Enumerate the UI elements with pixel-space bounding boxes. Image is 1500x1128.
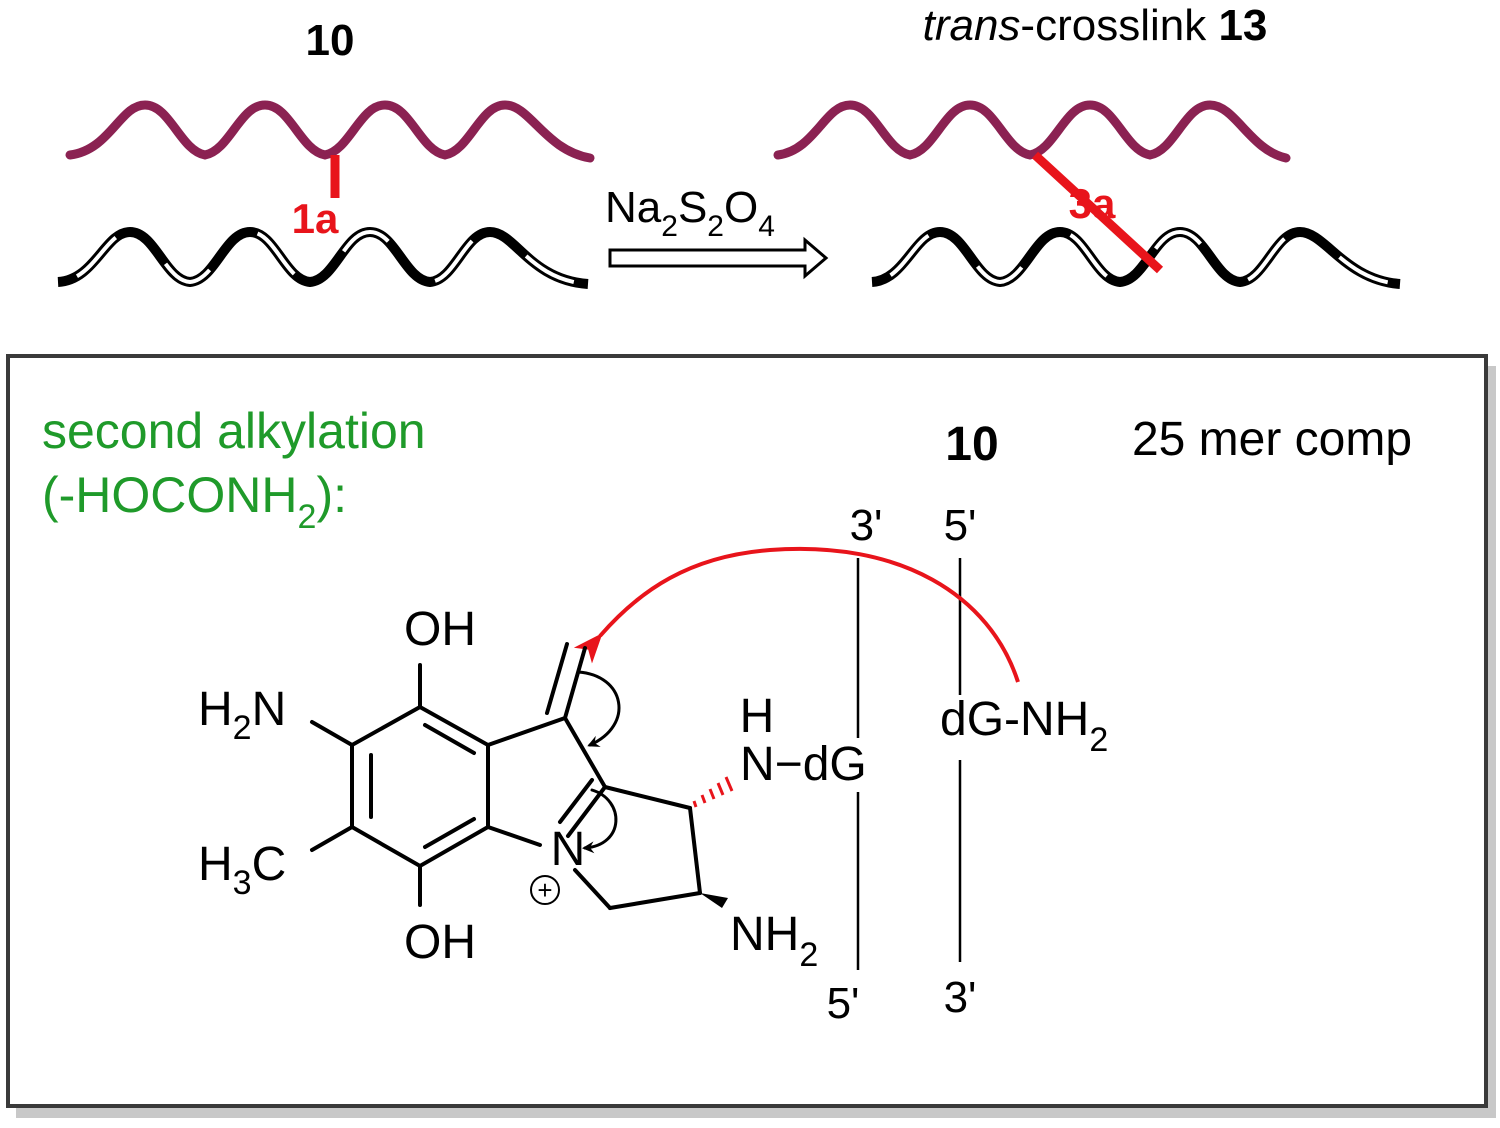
dg-nh2-label: dG-NH2	[940, 693, 1108, 759]
left-duplex-label: 10	[306, 16, 355, 65]
strand-left-bottom: 5'	[827, 979, 860, 1028]
ring-n-label: N	[551, 823, 586, 876]
wedge-bond	[700, 893, 728, 908]
mitomycin-structure	[310, 642, 702, 910]
nucleophilic-attack-arrow	[573, 546, 1020, 683]
n-dg-label: N−dG	[740, 738, 867, 791]
strand-left-top: 3'	[850, 501, 883, 550]
mechanism-box	[6, 354, 1488, 1108]
left-maroon-strand	[65, 100, 595, 163]
reaction-arrow	[608, 236, 829, 280]
green-caption-line2: (-HOCONH2):	[42, 467, 347, 536]
right-crosslink-label: 3a	[1069, 180, 1116, 227]
oh-top-label: OH	[404, 603, 476, 656]
positive-charge-circle	[530, 875, 560, 905]
nh2-label: NH2	[730, 908, 818, 974]
oh-bottom-label: OH	[404, 916, 476, 969]
right-crosslink-bar	[1031, 151, 1164, 274]
strand-right-bottom: 3'	[944, 973, 977, 1022]
right-duplex-label: trans-crosslink 13	[923, 1, 1268, 50]
left-black-strand	[57, 226, 589, 289]
left-crosslink-label: 1a	[292, 195, 339, 242]
box-label-10: 10	[945, 418, 998, 471]
h3c-label: H3C	[198, 838, 286, 902]
h2n-label: H2N	[198, 683, 286, 747]
nh-h-label: H	[740, 690, 775, 743]
strand-right-top: 5'	[944, 501, 977, 550]
reagent-label: Na2S2O4	[605, 183, 775, 243]
green-caption-line1: second alkylation	[42, 403, 426, 459]
positive-charge-sign: +	[537, 875, 552, 905]
right-black-strand	[871, 226, 1401, 289]
right-maroon-strand	[773, 100, 1291, 163]
hashed-bond	[692, 776, 734, 808]
box-label-comp: 25 mer comp	[1132, 413, 1412, 466]
